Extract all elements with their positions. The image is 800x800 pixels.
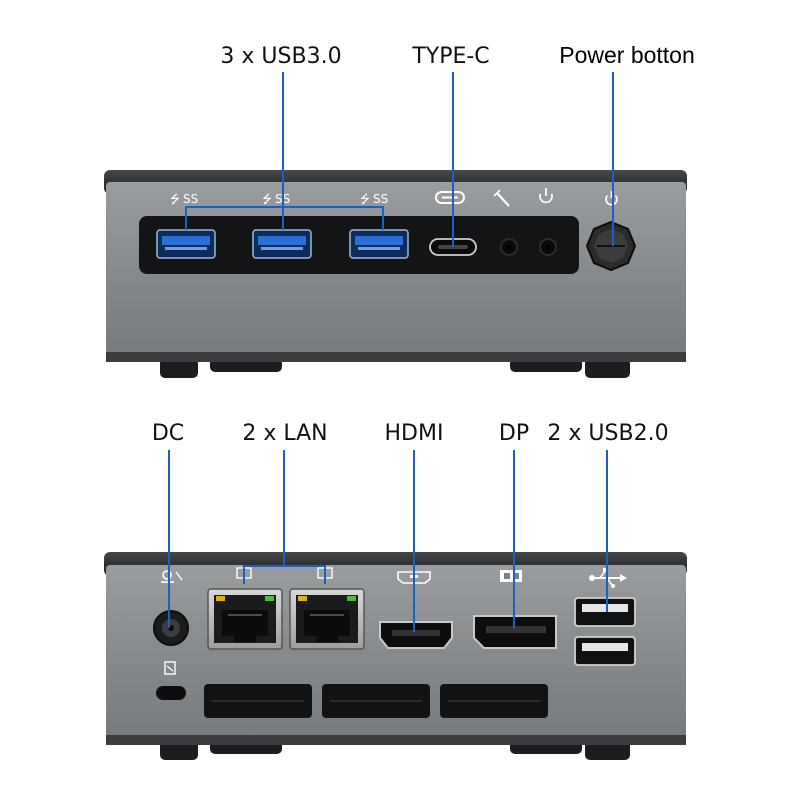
label-dc: DC: [152, 421, 184, 446]
usb2-port: [574, 636, 636, 666]
leader-bracket-lan: [243, 565, 326, 584]
kensington-lock-slot: [156, 686, 186, 700]
dc-power-jack: [153, 610, 189, 646]
label-typec: TYPE-C: [411, 44, 489, 69]
svg-text:⭍: ⭍: [170, 192, 180, 206]
label-lan: 2 x LAN: [242, 421, 327, 446]
lan-port: [289, 588, 365, 650]
usb2-port: [574, 597, 636, 627]
front-bottom-edge: [106, 352, 686, 362]
reset-icon: [539, 188, 553, 204]
usb3-port: [349, 229, 409, 259]
label-power: Power botton: [559, 42, 695, 68]
svg-text:⭍: ⭍: [262, 192, 272, 206]
front-foot: [160, 358, 198, 378]
superspeed-label: SS: [183, 192, 198, 206]
lock-icon: [164, 661, 176, 675]
usb3-port: [252, 229, 312, 259]
hdmi-port: [379, 621, 453, 649]
back-bottom-edge: [106, 735, 686, 745]
label-hdmi: HDMI: [385, 421, 444, 446]
callout-labels: 3 x USB3.0 TYPE-C Power botton DC 2 x LA…: [152, 42, 695, 446]
label-dp: DP: [499, 421, 529, 446]
front-foot: [585, 358, 630, 378]
usb-superspeed-icon: ⭍ SS: [360, 192, 388, 206]
lan-port: [207, 588, 283, 650]
displayport-port: [473, 615, 557, 649]
power-button: [585, 220, 637, 272]
superspeed-label: SS: [373, 192, 388, 206]
type-c-icon: [435, 191, 465, 204]
front-unit: ⭍ SS ⭍ SS ⭍ SS: [104, 170, 687, 378]
usb-superspeed-icon: ⭍ SS: [170, 192, 198, 206]
leader-lines: [168, 72, 614, 632]
usb-superspeed-icon: ⭍ SS: [262, 192, 290, 206]
svg-text:⭍: ⭍: [360, 192, 370, 206]
label-usb2: 2 x USB2.0: [547, 421, 668, 446]
usb3-port: [156, 229, 216, 259]
label-usb3: 3 x USB3.0: [220, 44, 341, 69]
leader-bracket-usb3: [185, 206, 384, 230]
displayport-icon: [500, 570, 522, 582]
dc-icon: [161, 570, 183, 583]
back-unit: [104, 552, 687, 760]
microphone-icon: [493, 189, 510, 207]
power-icon: [605, 191, 618, 206]
